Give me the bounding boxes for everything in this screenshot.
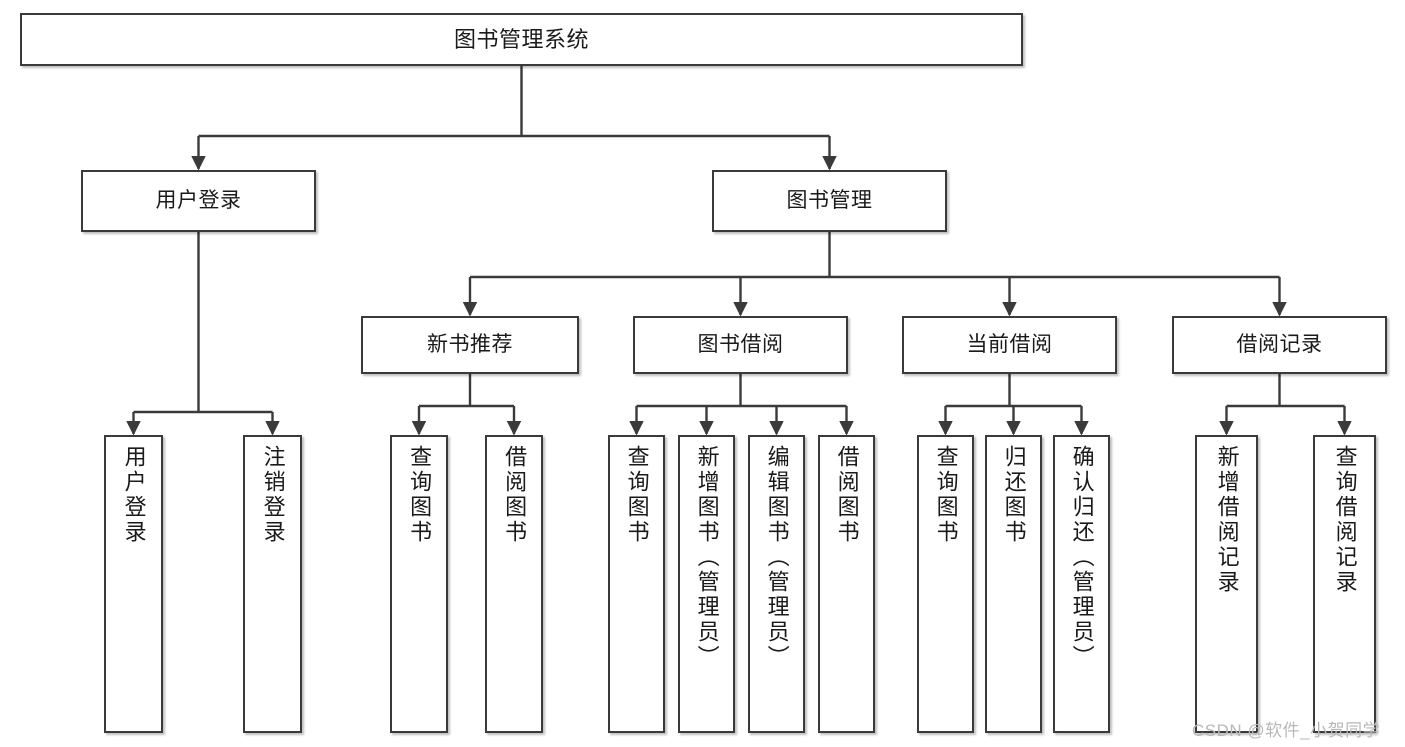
node-leaf-cb-return: 归还图书	[985, 435, 1042, 733]
node-leaf-cb-confirm: 确认归还（管理员）	[1053, 435, 1110, 733]
node-label: 查询图书	[624, 445, 650, 545]
node-label: 新增图书（管理员）	[694, 445, 720, 670]
node-leaf-user-logout: 注销登录	[243, 435, 302, 733]
node-borrow-record: 借阅记录	[1172, 316, 1387, 374]
node-label: 编辑图书（管理员）	[764, 445, 790, 670]
node-root: 图书管理系统	[20, 13, 1023, 66]
node-label: 查询图书	[407, 445, 433, 545]
node-label: 新增借阅记录	[1214, 445, 1240, 595]
node-label: 注销登录	[260, 445, 286, 545]
node-leaf-br-query: 查询借阅记录	[1313, 435, 1376, 733]
node-leaf-rec-query: 查询图书	[390, 435, 448, 733]
node-label: 确认归还（管理员）	[1069, 445, 1095, 670]
node-new-book-rec: 新书推荐	[361, 316, 579, 374]
node-label: 借阅图书	[502, 445, 528, 545]
node-leaf-bb-edit: 编辑图书（管理员）	[748, 435, 805, 733]
node-label: 当前借阅	[966, 332, 1053, 356]
node-label: 归还图书	[1001, 445, 1027, 545]
node-leaf-bb-query: 查询图书	[608, 435, 665, 733]
node-label: 查询借阅记录	[1332, 445, 1358, 595]
node-leaf-cb-query: 查询图书	[917, 435, 974, 733]
node-label: 图书管理系统	[453, 26, 589, 52]
node-leaf-bb-add: 新增图书（管理员）	[678, 435, 735, 733]
node-leaf-br-add: 新增借阅记录	[1195, 435, 1258, 733]
node-label: 图书借阅	[697, 332, 784, 356]
node-leaf-rec-borrow: 借阅图书	[485, 435, 543, 733]
node-label: 借阅记录	[1236, 332, 1323, 356]
watermark: CSDN @软件_小贺同学	[1192, 721, 1381, 740]
node-label: 用户登录	[155, 188, 242, 212]
node-leaf-user-login: 用户登录	[104, 435, 163, 733]
node-label: 新书推荐	[427, 332, 513, 356]
node-current-borrow: 当前借阅	[902, 316, 1117, 374]
node-label: 图书管理	[786, 188, 873, 212]
node-label: 用户登录	[121, 445, 147, 545]
node-book-borrow: 图书借阅	[633, 316, 848, 374]
node-leaf-bb-borrow: 借阅图书	[818, 435, 875, 733]
node-user-login: 用户登录	[81, 170, 316, 232]
node-label: 借阅图书	[834, 445, 860, 545]
node-label: 查询图书	[933, 445, 959, 545]
node-book-manage: 图书管理	[712, 170, 947, 232]
